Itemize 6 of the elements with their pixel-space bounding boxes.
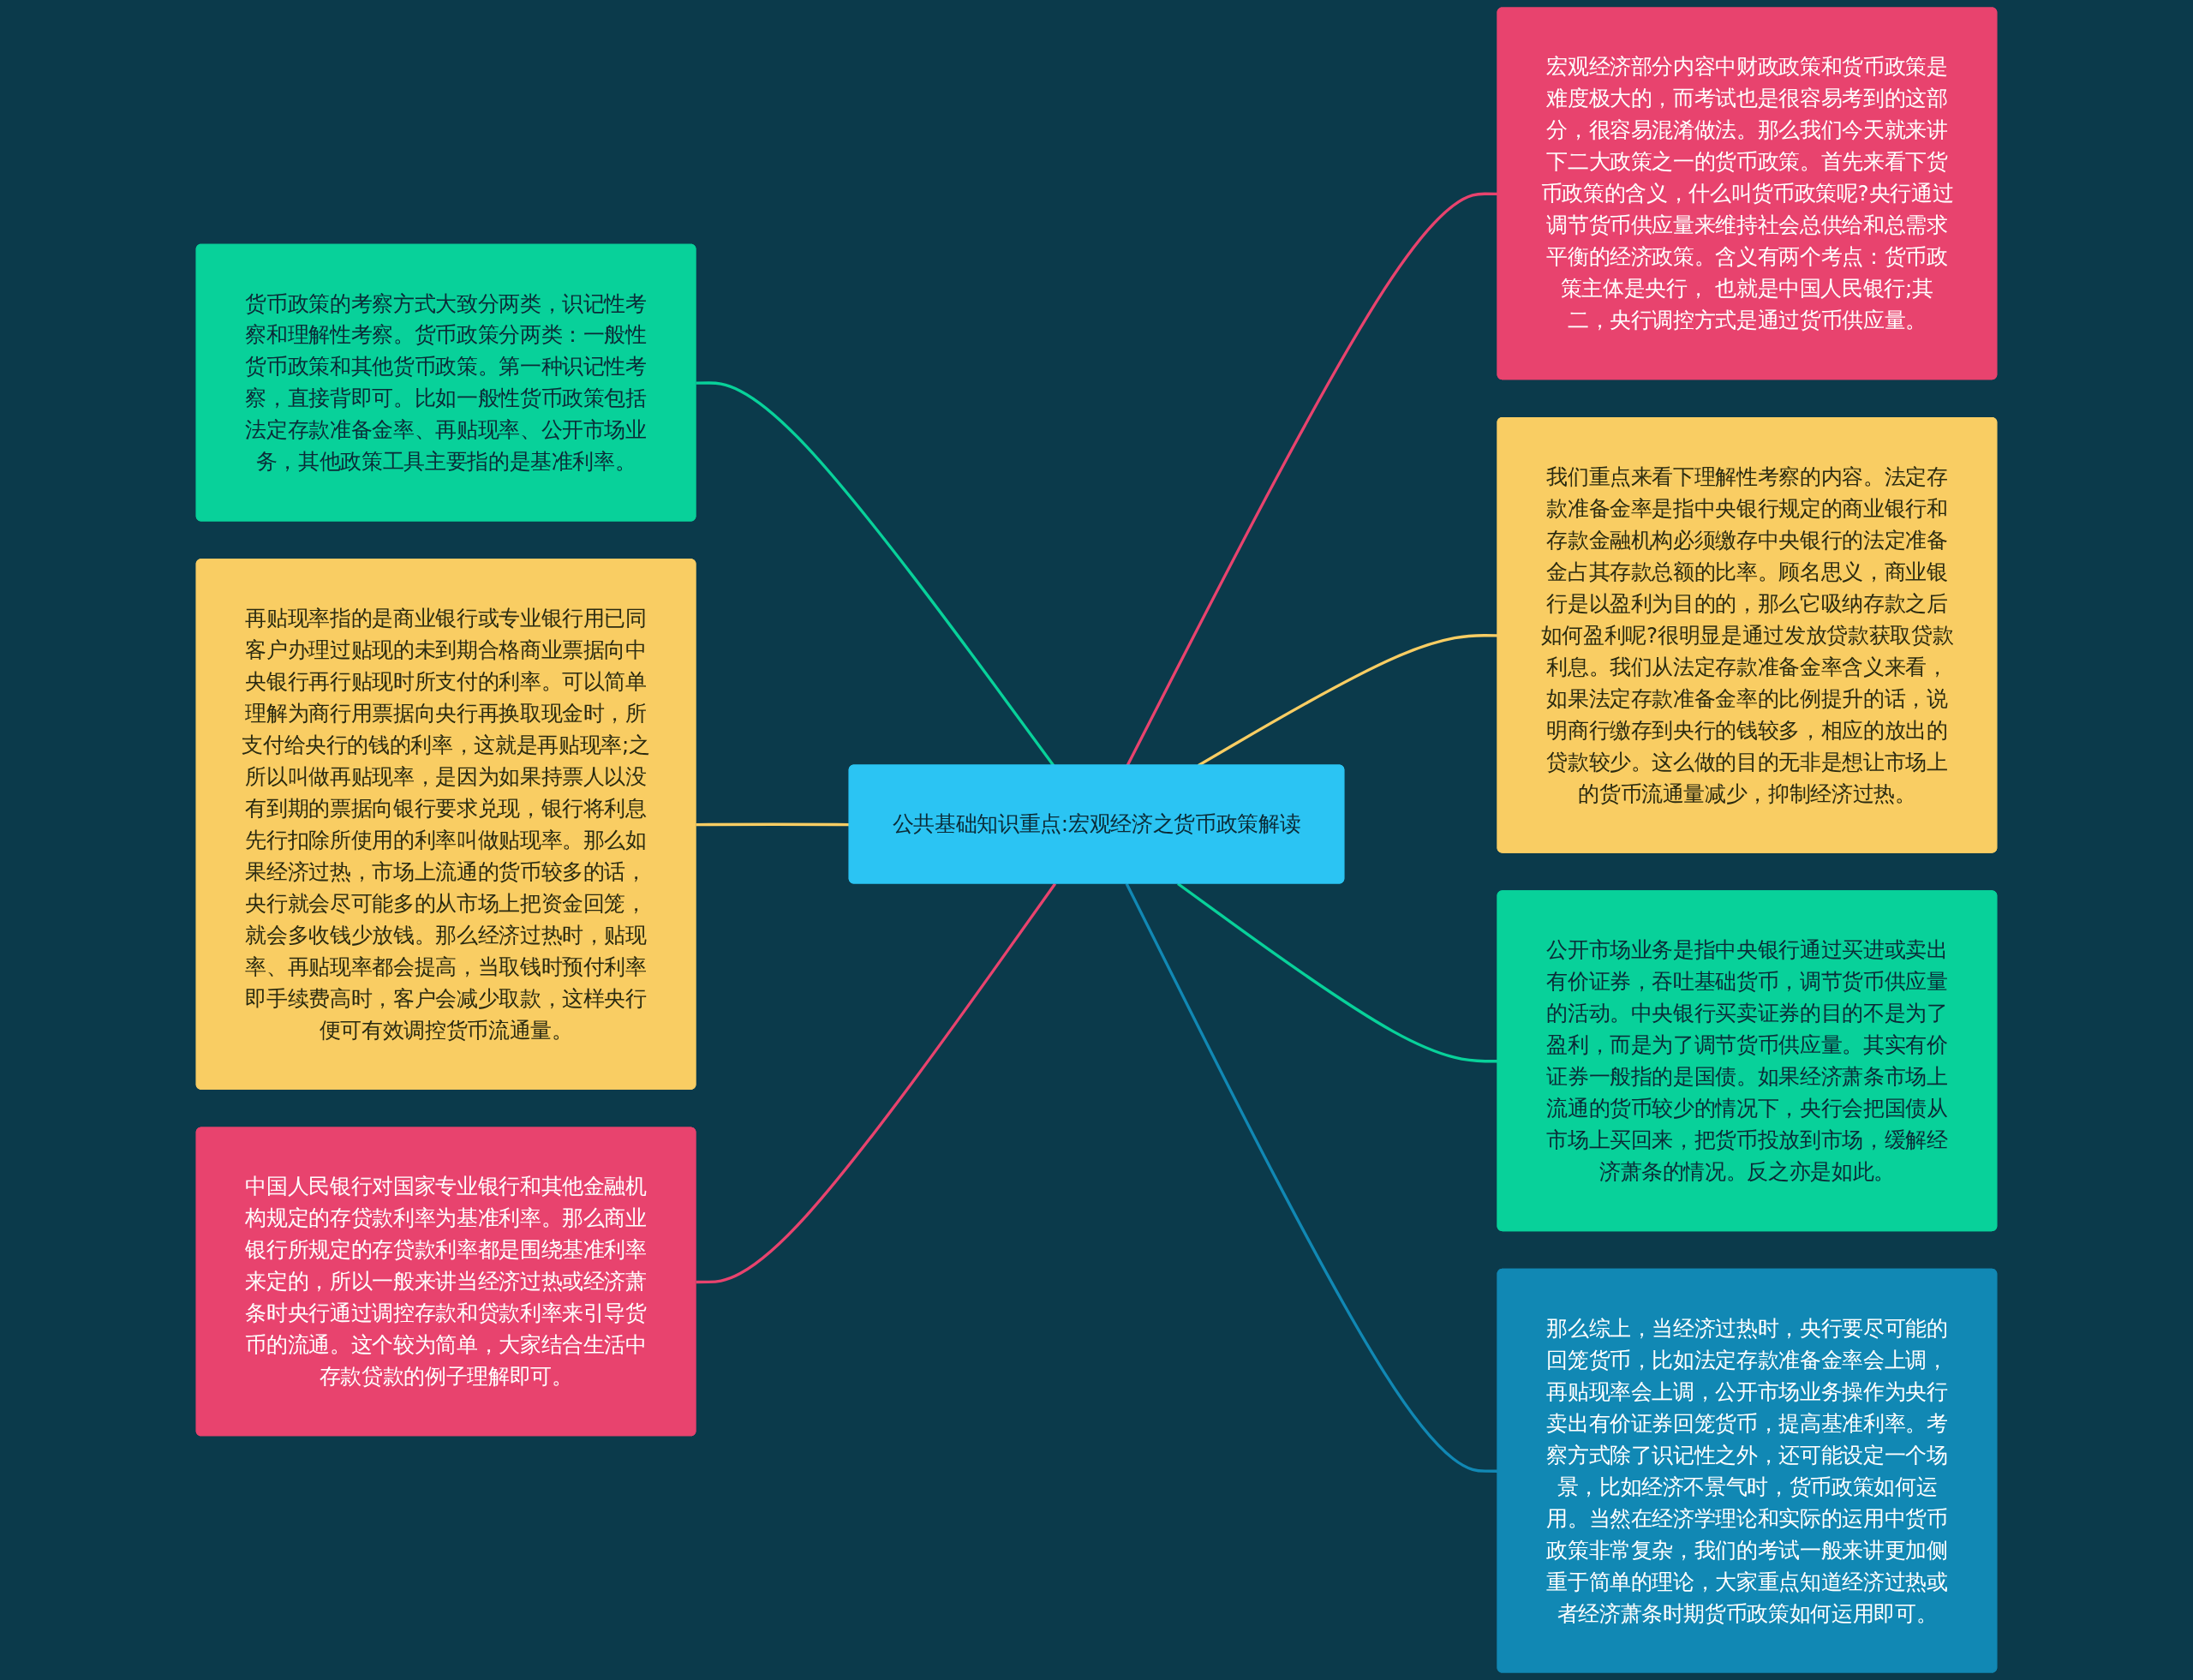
connector — [1125, 882, 1498, 1473]
connector — [696, 822, 850, 827]
connector — [1126, 192, 1498, 767]
connector — [696, 882, 1057, 1284]
connector — [696, 381, 1055, 767]
connector — [1177, 882, 1498, 1063]
